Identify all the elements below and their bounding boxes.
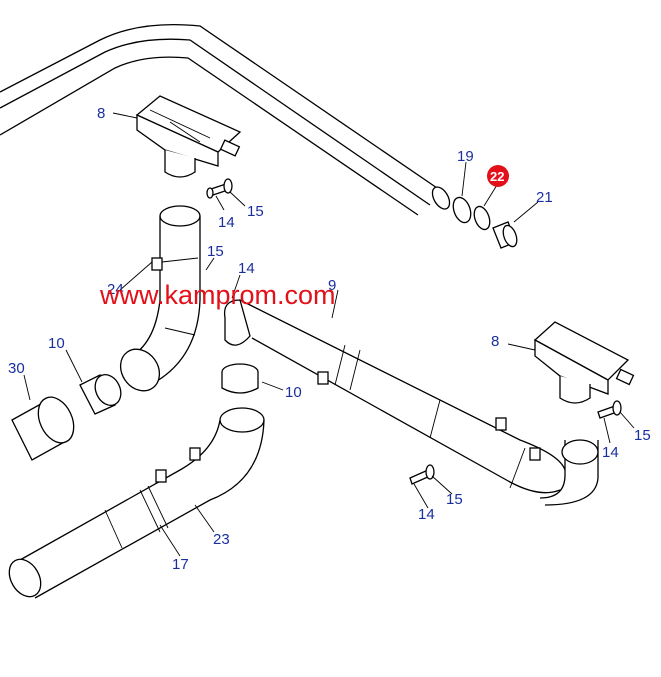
label-15-d: 15 [446,491,463,508]
label-17: 17 [172,556,189,573]
label-9: 9 [328,277,336,294]
main-pipe [223,299,566,494]
duct-head-right [533,321,635,506]
label-23: 23 [213,531,230,548]
label-24: 24 [107,281,124,298]
caps-left [11,363,259,461]
duct-head-top [135,95,242,178]
elbow-pipe-left [119,205,201,392]
watermark: www.kamprom.com [99,280,336,310]
leader-lines [23,112,635,557]
bolt-washer-top [206,178,233,199]
label-19: 19 [457,148,474,165]
label-14-b: 14 [238,260,255,277]
clamp-ring-sleeve [452,196,518,249]
label-14-c: 14 [602,444,619,461]
label-10-b: 10 [285,384,302,401]
label-30: 30 [8,360,25,377]
overhead-tube [0,24,451,216]
lower-pipe [8,407,265,599]
label-15-a: 15 [247,203,264,220]
highlight-marker [487,165,509,187]
label-8-right: 8 [491,333,499,350]
label-22: 22 [490,169,504,184]
label-21: 21 [536,189,553,206]
label-15-c: 15 [634,427,651,444]
label-10-a: 10 [48,335,65,352]
label-8-top: 8 [97,105,105,122]
label-14-a: 14 [218,214,235,231]
bolts-right [409,400,622,485]
label-14-d: 14 [418,506,435,523]
label-15-b: 15 [207,243,224,260]
